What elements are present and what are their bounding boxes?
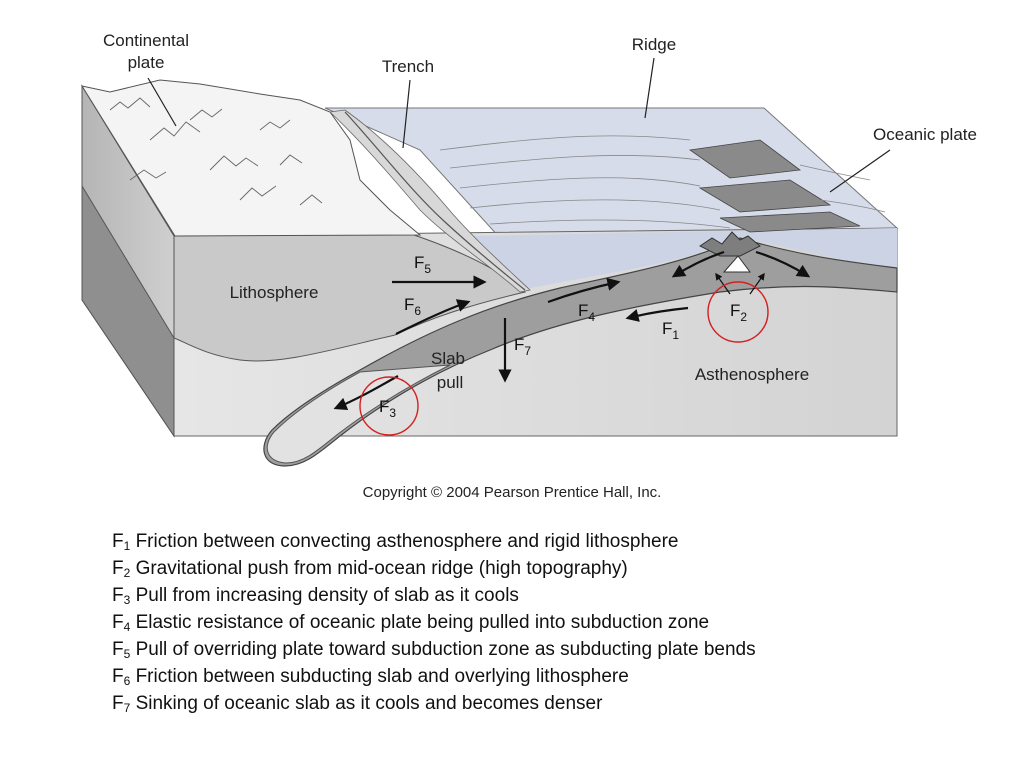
f6-label: F6 (404, 295, 421, 318)
continental-plate-label: Continental (103, 31, 189, 50)
plate-tectonics-diagram: Continental plate Trench Ridge Oceanic p… (80, 31, 977, 467)
legend-item-f6: F6 Friction between subducting slab and … (112, 666, 629, 688)
force-legend: F1 Friction between convecting asthenosp… (112, 528, 756, 717)
legend-item-f4: F4 Elastic resistance of oceanic plate b… (112, 612, 710, 634)
ridge-push-arrows (715, 272, 765, 295)
f3-highlight-circle (359, 376, 419, 436)
ridge-segments (688, 139, 861, 233)
legend-item-f3: F3 Pull from increasing density of slab … (112, 585, 519, 607)
trench-label: Trench (382, 57, 434, 76)
trench-line (344, 111, 526, 291)
force-arrows (333, 250, 811, 411)
f1-arrow (625, 306, 689, 322)
continental-plate-label-line2: plate (128, 53, 165, 72)
leader-lines (147, 57, 891, 193)
f7-label: F7 (514, 335, 531, 358)
f3-label: F3 (379, 397, 396, 420)
ocean-water (470, 228, 897, 290)
f2-highlight-circle (707, 281, 769, 343)
legend-item-f7: F7 Sinking of oceanic slab as it cools a… (112, 693, 603, 715)
oceanic-plate-label: Oceanic plate (873, 125, 977, 144)
slab-pull-label: Slab (431, 349, 465, 368)
f3-arrow (333, 375, 399, 411)
continental-lithosphere (173, 231, 527, 362)
f2-label: F2 (730, 301, 747, 324)
legend-item-f1: F1 Friction between convecting asthenosp… (112, 531, 679, 553)
f5-label: F5 (414, 253, 431, 276)
f1-label: F1 (662, 319, 679, 342)
f4-label: F4 (578, 301, 595, 324)
seafloor-lines (439, 135, 886, 229)
copyright-notice: Copyright © 2004 Pearson Prentice Hall, … (362, 484, 662, 501)
ridge-peak (699, 231, 761, 257)
ridge-label: Ridge (632, 35, 676, 54)
f4-arrow (547, 277, 621, 304)
left-face-layer (81, 184, 175, 438)
ridge-left-arrow (671, 250, 725, 278)
mountain-sketch (109, 97, 323, 206)
slab-pull-label-line2: pull (437, 373, 463, 392)
trench-slope (329, 109, 531, 293)
f6-arrow (395, 299, 471, 335)
ridge-right-arrow (755, 250, 811, 278)
lithosphere-label: Lithosphere (230, 283, 319, 302)
asthenosphere-label: Asthenosphere (695, 365, 809, 384)
legend-item-f2: F2 Gravitational push from mid-ocean rid… (112, 558, 628, 580)
ridge-notch (722, 255, 751, 273)
slab-tip (266, 364, 451, 464)
legend-item-f5: F5 Pull of overriding plate toward subdu… (112, 639, 756, 661)
